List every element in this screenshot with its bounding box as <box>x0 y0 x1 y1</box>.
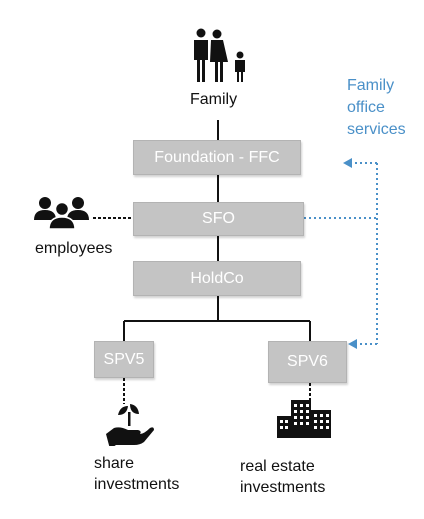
sfo-box[interactable]: SFO <box>133 202 304 236</box>
family-icon <box>194 28 245 82</box>
buildings-icon <box>277 400 331 438</box>
real-estate-investments-label: real estate investments <box>240 458 326 496</box>
holdco-box[interactable]: HoldCo <box>133 261 301 296</box>
spv5-label: SPV5 <box>103 350 145 368</box>
foundation-ffc-box[interactable]: Foundation - FFC <box>133 140 301 175</box>
spv6-label: SPV6 <box>287 353 328 370</box>
share-investments-label: share investments <box>94 455 180 493</box>
family-office-services-label: Family office services <box>347 77 406 138</box>
sfo-label: SFO <box>202 210 235 227</box>
foundation-arrowhead <box>343 158 352 168</box>
group-icon <box>34 197 89 230</box>
foundation-ffc-label: Foundation - FFC <box>154 148 280 166</box>
spv5-box[interactable]: SPV5 <box>94 341 154 378</box>
spv6-arrowhead <box>348 339 357 349</box>
employees-label: employees <box>35 240 113 257</box>
holdco-label: HoldCo <box>190 269 244 287</box>
plant-in-hand-icon <box>106 404 154 446</box>
spv6-box[interactable]: SPV6 <box>268 341 347 383</box>
family-label: Family <box>190 91 238 108</box>
